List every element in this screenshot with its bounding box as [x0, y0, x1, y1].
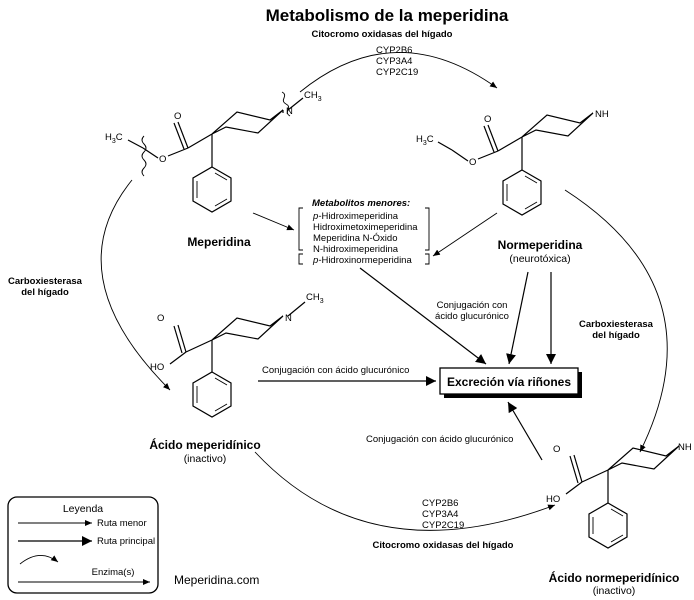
- conj-norm-line1: Conjugación con: [437, 300, 508, 311]
- meperidina-methyl: CH3: [304, 90, 322, 103]
- conj-acid-label: Conjugación con ácido glucurónico: [262, 365, 409, 376]
- bottom-isoform-3: CYP2C19: [422, 520, 464, 531]
- minor-bracket-left: [298, 207, 303, 251]
- site-credit: Meperidina.com: [174, 573, 259, 587]
- conj-noracid-label: Conjugación con ácido glucurónico: [366, 434, 513, 445]
- minor-bracket-right-2: [425, 253, 430, 265]
- bottom-enzyme-label: Citocromo oxidasas del hígado: [373, 540, 514, 551]
- normeperidina-structure: [437, 112, 594, 216]
- legend-main-label: Ruta principal: [97, 536, 155, 547]
- acido-meperidinico-label: Ácido meperidínico: [149, 437, 260, 452]
- arrow-normeperidina-to-excretion: [506, 271, 529, 365]
- right-enzyme-line2: del hígado: [592, 330, 640, 341]
- normeperidina-ester-o: O: [469, 157, 476, 168]
- excretion-label: Excreción vía riñones: [447, 375, 571, 389]
- acido-normeperidinico-label: Ácido normeperidínico: [549, 570, 680, 585]
- minor-metabolite-4: N-hidroximeperidina: [313, 244, 399, 255]
- left-enzyme-line1: Carboxiesterasa: [8, 276, 83, 287]
- conj-norm-line2: ácido glucurónico: [435, 311, 509, 322]
- arrow-normeperidina-to-minor: [432, 212, 498, 257]
- right-enzyme-line1: Carboxiesterasa: [579, 319, 654, 330]
- minor-bracket-right: [425, 207, 430, 251]
- legend-title: Leyenda: [63, 503, 103, 515]
- acido-normeperidinico-o: O: [553, 444, 560, 455]
- meperidina-label: Meperidina: [187, 235, 251, 249]
- acido-meperidinico-methyl: CH3: [306, 292, 324, 305]
- acido-normeperidinico-structure: [565, 445, 680, 549]
- excretion-box: [439, 367, 579, 395]
- acido-meperidinico-ho: HO: [150, 362, 164, 373]
- minor-bracket-left-2: [298, 253, 303, 265]
- meperidina-n-atom: N: [286, 106, 293, 117]
- minor-metabolite-1: p-Hidroximeperidina: [312, 211, 399, 222]
- legend-enzyme-curve: [19, 555, 59, 565]
- acido-meperidinico-note: (inactivo): [184, 453, 227, 465]
- arrow-meperidina-to-minor: [252, 212, 295, 231]
- minor-metabolite-3: Meperidina N-Óxido: [313, 233, 397, 244]
- meperidina-ethyl: H3C: [105, 132, 123, 145]
- left-enzyme-line2: del hígado: [21, 287, 69, 298]
- acido-meperidinico-o: O: [157, 313, 164, 324]
- normeperidina-carbonyl-o: O: [484, 114, 491, 125]
- minor-metabolite-5: p-Hidroxinormeperidina: [312, 255, 412, 266]
- normeperidina-note: (neurotóxica): [509, 253, 570, 265]
- meperidina-carbonyl-o: O: [174, 111, 181, 122]
- minor-metabolites-heading: Metabolitos menores:: [312, 198, 410, 209]
- bottom-isoform-2: CYP3A4: [422, 509, 458, 520]
- acido-normeperidinico-ho: HO: [546, 494, 560, 505]
- top-isoform-3: CYP2C19: [376, 67, 418, 78]
- meperidina-ester-o: O: [159, 154, 166, 165]
- enzyme-arrow-top: [299, 52, 498, 93]
- arrow-minor-to-excretion: [359, 267, 487, 365]
- bottom-isoform-1: CYP2B6: [422, 498, 458, 509]
- enzyme-arrow-right: [564, 189, 668, 453]
- acido-normeperidinico-nh: NH: [678, 442, 692, 453]
- enzyme-arrow-bottom: [254, 451, 556, 531]
- acido-normeperidinico-note: (inactivo): [593, 585, 636, 597]
- normeperidina-ethyl: H3C: [416, 134, 434, 147]
- meperidina-structure: [127, 91, 304, 213]
- acido-meperidinico-n-atom: N: [285, 313, 292, 324]
- acido-meperidinico-structure: [169, 301, 306, 418]
- legend-enzyme-label: Enzima(s): [92, 567, 135, 578]
- minor-metabolite-2: Hidroximetoximeperidina: [313, 222, 418, 233]
- arrow-noracid-to-excretion: [507, 401, 543, 461]
- page-title: Metabolismo de la meperidina: [266, 6, 509, 25]
- normeperidina-nh: NH: [595, 109, 609, 120]
- top-enzyme-label: Citocromo oxidasas del hígado: [312, 29, 453, 40]
- top-isoform-1: CYP2B6: [376, 45, 412, 56]
- enzyme-arrow-left: [100, 179, 171, 391]
- normeperidina-label: Normeperidina: [498, 238, 583, 252]
- legend-minor-label: Ruta menor: [97, 518, 147, 529]
- top-isoform-2: CYP3A4: [376, 56, 412, 67]
